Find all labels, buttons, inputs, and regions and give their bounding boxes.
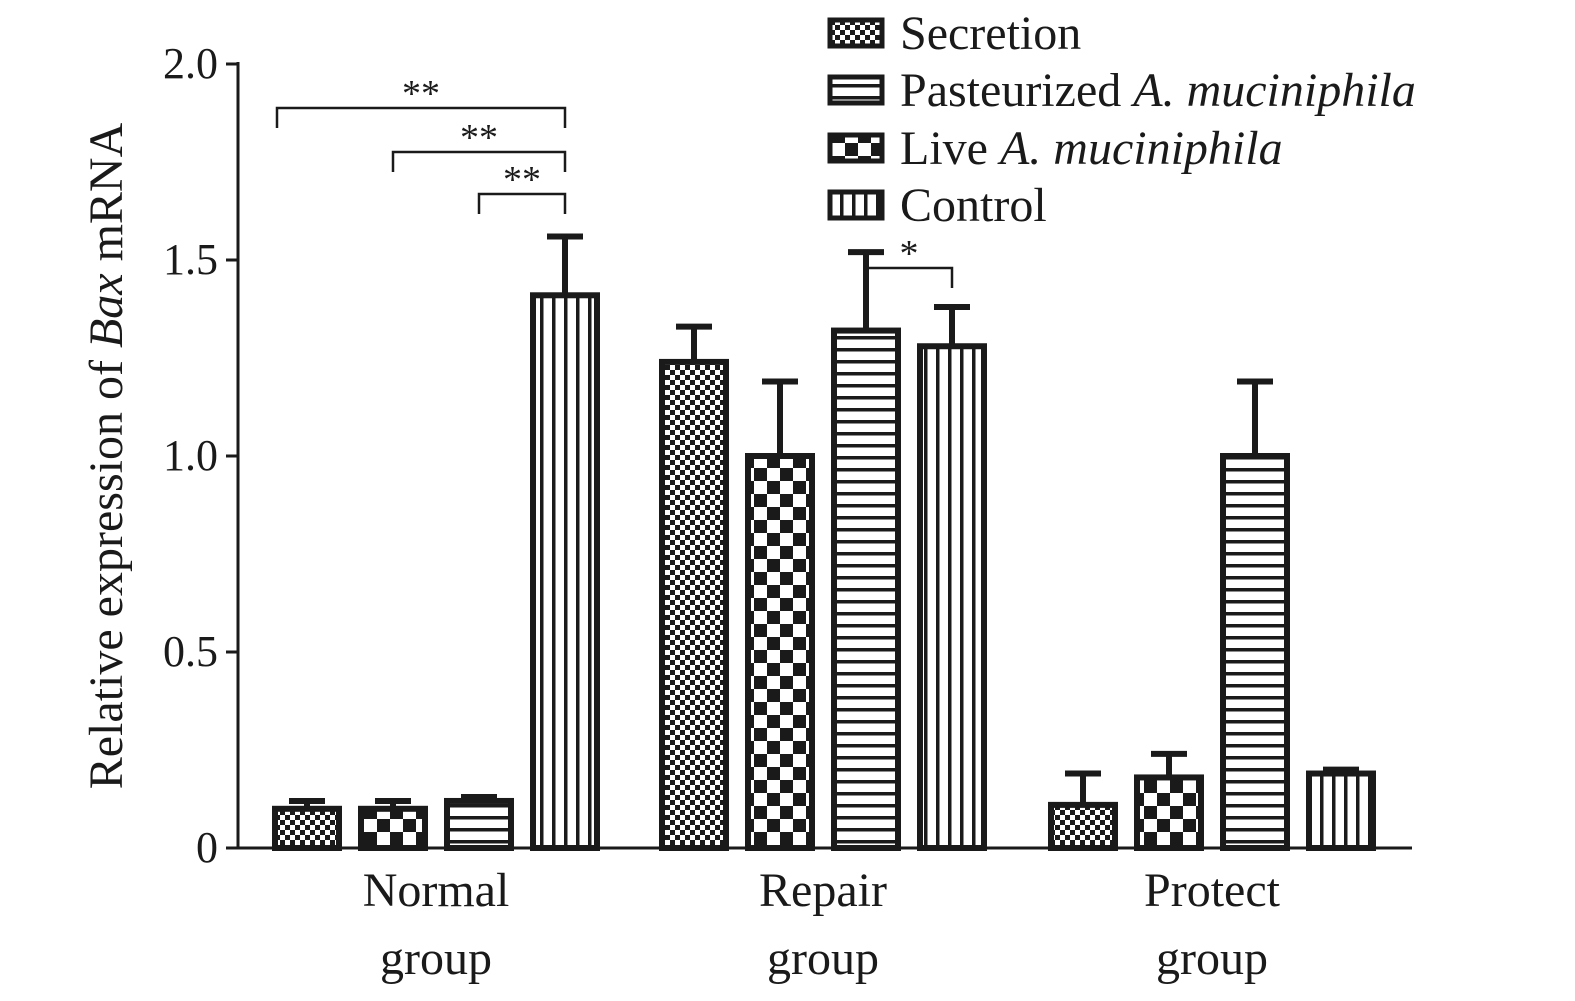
bar — [745, 453, 815, 851]
bar — [358, 805, 428, 851]
bar — [1306, 770, 1376, 852]
x-category-label: Normal — [363, 864, 510, 917]
x-category-label: group — [767, 932, 879, 985]
legend-swatch — [827, 17, 885, 49]
bar — [831, 327, 901, 851]
significance-bracket — [275, 106, 567, 128]
legend-label-part: Secretion — [900, 7, 1081, 60]
y-axis-title-gene: Bax — [80, 273, 133, 348]
significance-label: ** — [460, 117, 498, 159]
y-axis-title-suffix: mRNA — [80, 122, 133, 273]
significance-bracket — [864, 266, 954, 288]
legend-label-part: Live — [900, 122, 1000, 175]
bar — [530, 292, 600, 851]
x-category-label: group — [380, 932, 492, 985]
x-category-label: Protect — [1144, 864, 1281, 917]
bar — [272, 805, 342, 851]
bar — [659, 358, 729, 851]
y-tick-label: 2.0 — [163, 39, 218, 88]
legend-label-part: A. muciniphila — [1130, 64, 1416, 117]
y-axis-title: Relative expression of Bax mRNA — [80, 122, 133, 789]
legend-swatch — [827, 132, 885, 164]
bar — [917, 343, 987, 851]
significance-label: ** — [503, 159, 541, 201]
significance-label: ** — [402, 73, 440, 115]
legend-label: Live A. muciniphila — [900, 122, 1283, 175]
legend-label: Control — [900, 179, 1047, 232]
significance-bracket — [391, 150, 567, 172]
legend-label-part: Control — [900, 179, 1047, 232]
legend-label-part: A. muciniphila — [997, 122, 1283, 175]
legend-label: Secretion — [900, 7, 1081, 60]
bar — [1134, 774, 1204, 851]
bar — [1220, 453, 1290, 851]
y-tick-label: 0 — [196, 823, 218, 872]
legend-swatch — [827, 189, 885, 221]
significance-label: * — [900, 233, 919, 275]
x-category-label: group — [1156, 932, 1268, 985]
legend-label-part: Pasteurized — [900, 64, 1133, 117]
bar — [444, 797, 514, 852]
legend-label: Pasteurized A. muciniphila — [900, 64, 1416, 117]
significance-bracket — [477, 192, 567, 214]
legend-swatch — [827, 74, 885, 106]
bar — [1048, 801, 1118, 852]
y-axis-title-prefix: Relative expression of — [80, 348, 133, 789]
y-tick-label: 0.5 — [163, 627, 218, 676]
y-tick-label: 1.0 — [163, 431, 218, 480]
y-tick-label: 1.5 — [163, 235, 218, 284]
x-category-label: Repair — [759, 864, 887, 917]
